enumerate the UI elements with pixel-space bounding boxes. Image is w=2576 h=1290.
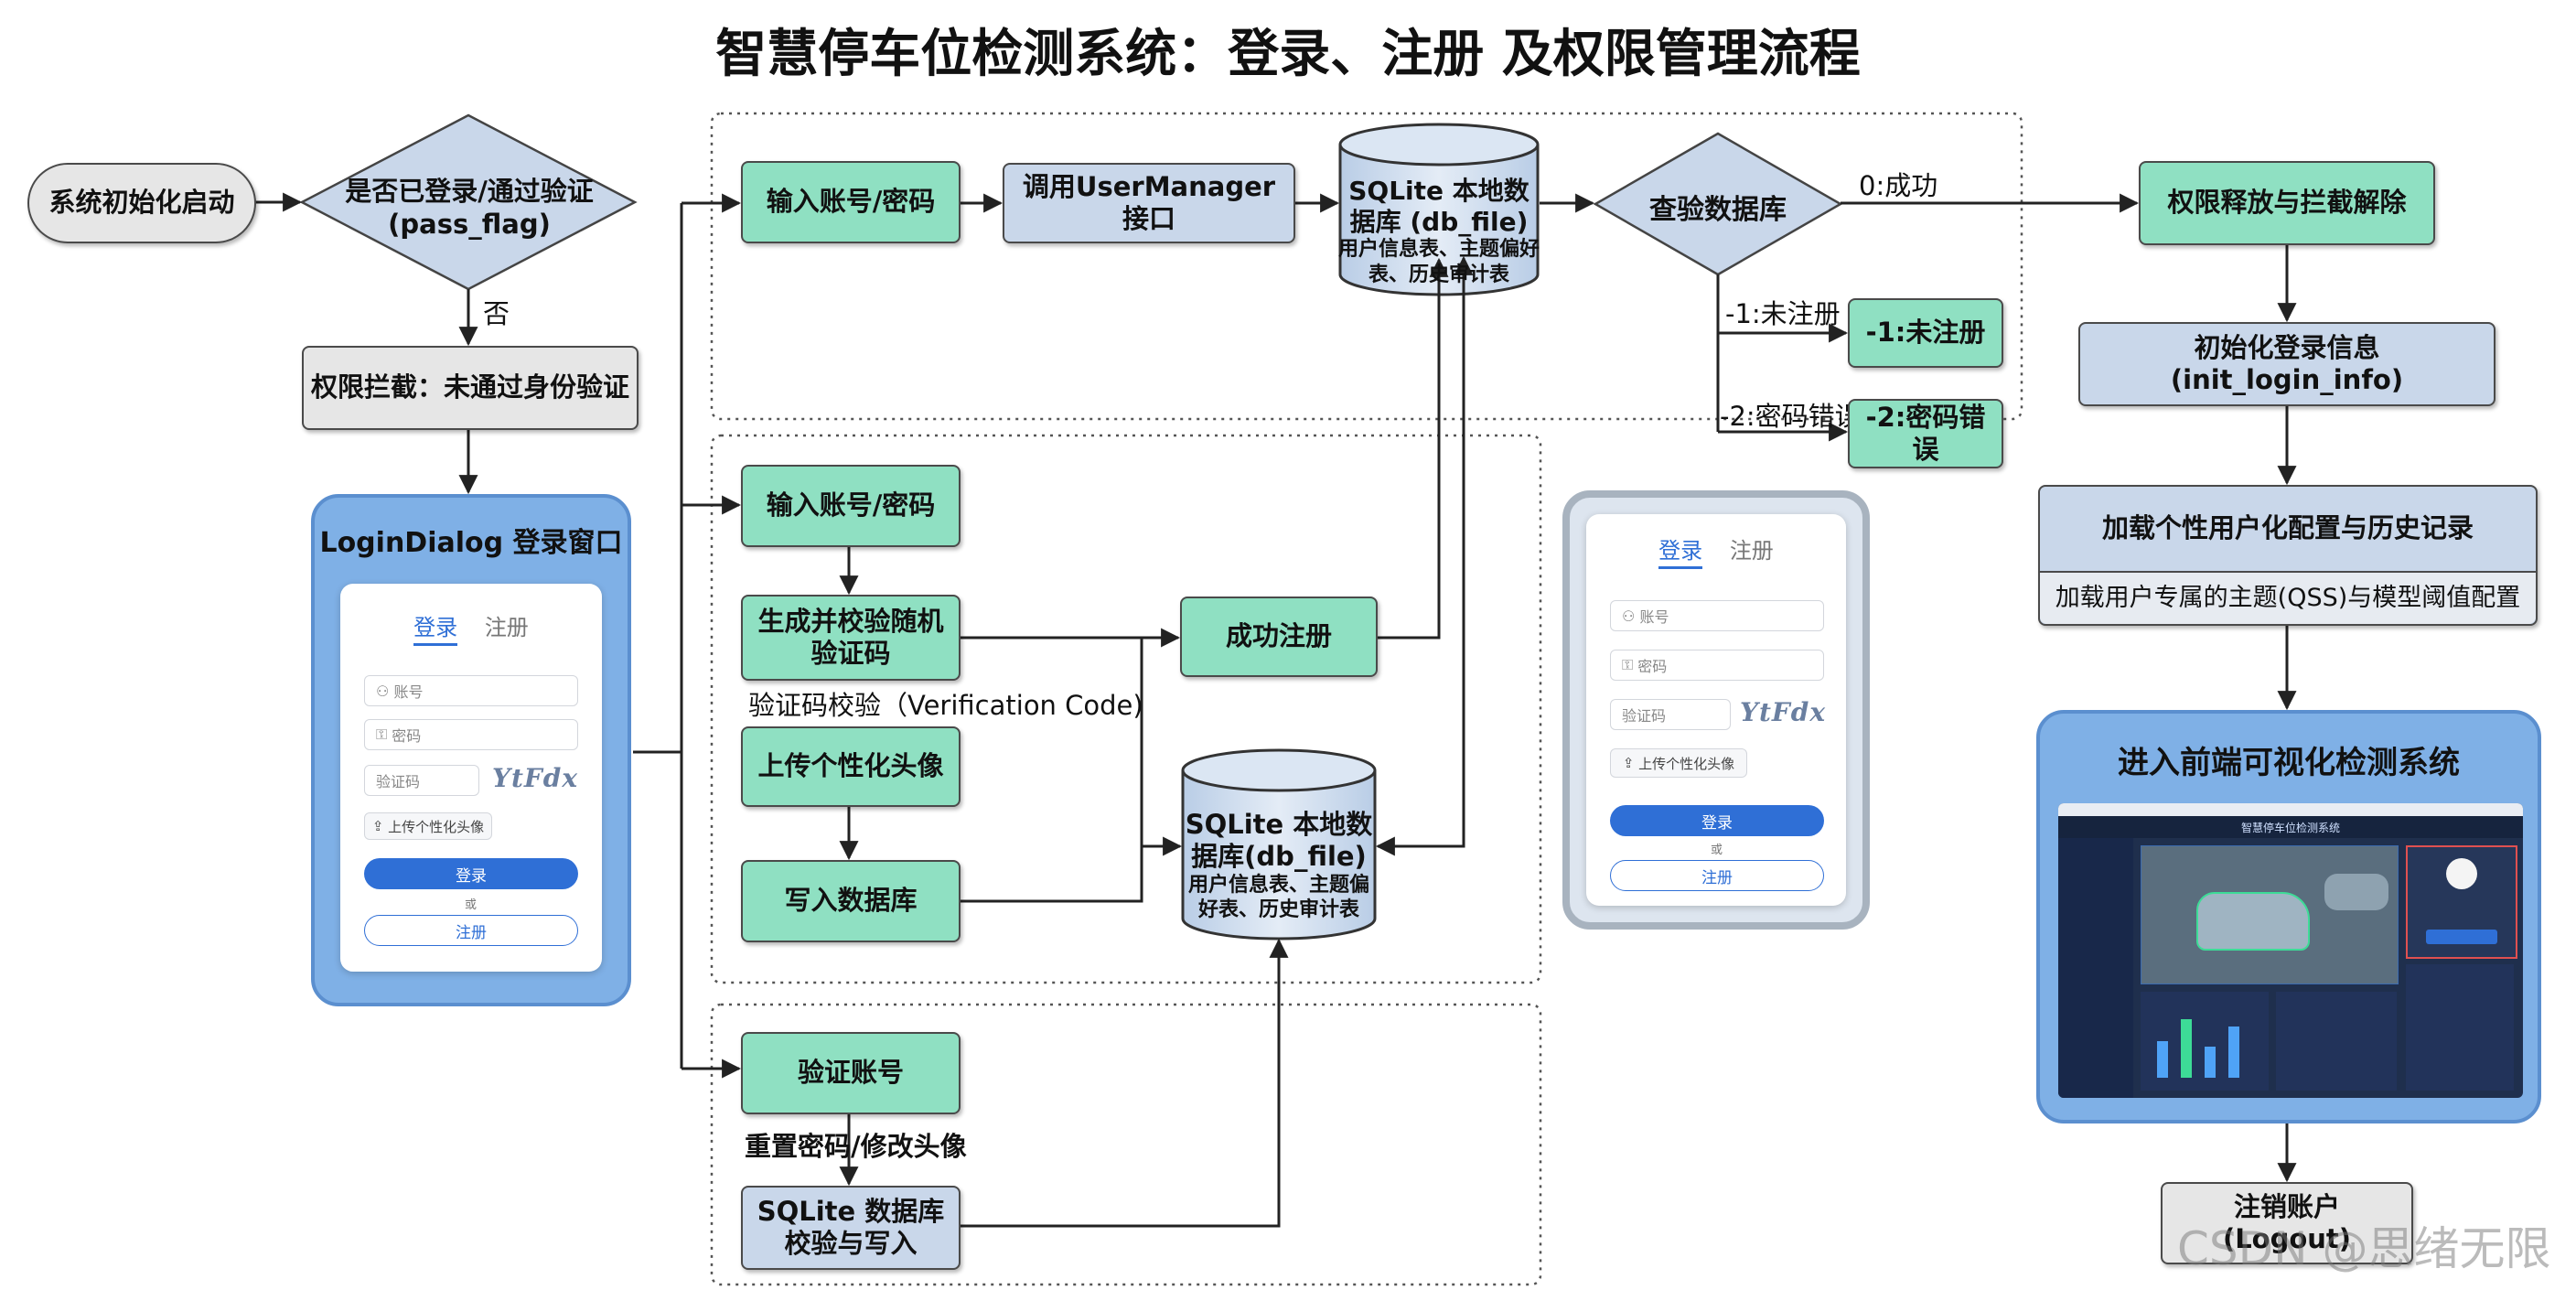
account-placeholder: 账号: [393, 683, 424, 701]
block-node: 权限拦截：未通过身份验证: [302, 346, 639, 430]
success-label: 0:成功: [1859, 170, 1938, 201]
password-input[interactable]: ⚿ 密码: [364, 719, 578, 750]
load-config-title: 加载个性用户化配置与历史记录: [2101, 512, 2474, 544]
db-mid-title: SQLite 本地数据库(db_file): [1185, 809, 1373, 872]
captcha-image-mid[interactable]: YtFdx: [1740, 697, 1827, 727]
lock-icon: ⚿: [1622, 656, 1638, 673]
or-text: 或: [465, 898, 478, 912]
login-group-frame: [710, 112, 2023, 421]
decision-text: 是否已登录/通过验证 (pass_flag): [345, 176, 594, 240]
tab-register-mid[interactable]: 注册: [1729, 538, 1774, 564]
login-button[interactable]: 登录: [364, 858, 578, 889]
upload-icon: ⇪: [371, 818, 389, 834]
db-mid-sub: 用户信息表、主题偏好表、历史审计表: [1187, 873, 1369, 922]
parked-car: [2324, 874, 2388, 910]
parking-camera-view: [2141, 845, 2399, 984]
tab-login-mid[interactable]: 登录: [1658, 538, 1703, 569]
register-button-mid[interactable]: 注册: [1610, 860, 1824, 891]
lock-icon: ⚿: [376, 726, 392, 743]
db-top-sub: 用户信息表、主题偏好表、历史审计表: [1337, 238, 1540, 286]
login-dialog-middle: 登录 注册 ⚇ 账号 ⚿ 密码 验证码 YtFdx ⇪ 上传个性化头像 登录 或…: [1586, 514, 1846, 906]
verify-label: 验证码校验（Verification Code): [748, 690, 1143, 721]
login-button-mid[interactable]: 登录: [1610, 805, 1824, 836]
code-input-mid[interactable]: 验证码: [1610, 699, 1731, 730]
input-top-node: 输入账号/密码: [741, 161, 961, 243]
login-dialog-left: 登录 注册 ⚇ 账号 ⚿ 密码 验证码 YtFdx ⇪ 上传个性化头像 登录 或…: [340, 584, 602, 972]
upload-avatar-button-mid[interactable]: ⇪ 上传个性化头像: [1610, 748, 1747, 778]
unregistered-box: -1:未注册: [1848, 298, 2003, 368]
release-node: 权限释放与拦截解除: [2139, 161, 2435, 245]
db-top-title: SQLite 本地数据库 (db_file): [1348, 176, 1530, 237]
user-icon: ⚇: [1622, 607, 1640, 625]
dashboard-screenshot: 智慧停车位检测系统: [2058, 803, 2523, 1098]
login-window-panel: LoginDialog 登录窗口 登录 注册 ⚇ 账号 ⚿ 密码 验证码 YtF…: [311, 494, 631, 1006]
page-title: 智慧停车位检测系统：登录、注册 及权限管理流程: [715, 25, 1861, 84]
line-chart-panel: [2276, 992, 2397, 1091]
account-placeholder-mid: 账号: [1639, 608, 1669, 626]
check-db-text: 查验数据库: [1649, 194, 1787, 226]
user-card: [2406, 845, 2517, 959]
load-config-sub: 加载用户专属的主题(QSS)与模型阈值配置: [2040, 571, 2536, 624]
tab-login[interactable]: 登录: [413, 615, 458, 646]
login-window-title: LoginDialog 登录窗口: [319, 527, 623, 559]
avatar: [2446, 858, 2477, 889]
dashboard-sidebar: [2058, 838, 2133, 1098]
upload-icon: ⇪: [1622, 755, 1639, 771]
dashboard-title: 智慧停车位检测系统: [2058, 816, 2523, 838]
detected-car: [2196, 892, 2310, 951]
dialog-tabs-mid: 登录 注册: [1586, 532, 1846, 569]
bar-chart-panel: [2141, 992, 2269, 1091]
password-error-label: -2:密码错误: [1720, 401, 1862, 432]
logout-mini-button: [2426, 930, 2497, 944]
register-success-node: 成功注册: [1180, 597, 1378, 677]
password-placeholder: 密码: [392, 727, 422, 745]
verify-account-node: 验证账号: [741, 1032, 961, 1114]
sqlite-write-node: SQLite 数据库校验与写入: [741, 1186, 961, 1270]
upload-avatar-button[interactable]: ⇪ 上传个性化头像: [364, 812, 492, 840]
db-mid-cylinder: [1181, 748, 1377, 941]
captcha-image[interactable]: YtFdx: [492, 763, 579, 793]
password-placeholder-mid: 密码: [1637, 658, 1668, 675]
logout-node: 注销账户(Logout): [2161, 1182, 2413, 1264]
load-config-node: 加载个性用户化配置与历史记录 加载用户专属的主题(QSS)与模型阈值配置: [2038, 485, 2538, 626]
or-text-mid: 或: [1711, 844, 1723, 857]
write-db-node: 写入数据库: [741, 860, 961, 942]
watermark: CSDN @思绪无限: [2177, 1222, 2551, 1275]
account-input[interactable]: ⚇ 账号: [364, 675, 578, 706]
upload-avatar-node: 上传个性化头像: [741, 726, 961, 807]
password-input-mid[interactable]: ⚿ 密码: [1610, 650, 1824, 681]
no-label: 否: [483, 298, 510, 329]
enter-system-panel: 进入前端可视化检测系统 智慧停车位检测系统: [2036, 710, 2541, 1123]
password-error-box: -2:密码错误: [1848, 399, 2003, 468]
db-top-text: SQLite 本地数据库 (db_file) 用户信息表、主题偏好表、历史审计表: [1337, 176, 1540, 287]
reset-label: 重置密码/修改头像: [745, 1131, 967, 1162]
usermanager-node: 调用UserManager接口: [1003, 163, 1295, 243]
register-button[interactable]: 注册: [364, 915, 578, 946]
unregistered-label: -1:未注册: [1725, 298, 1841, 329]
init-info-node: 初始化登录信息(init_login_info): [2078, 322, 2496, 406]
reset-group-frame: [710, 1003, 1542, 1286]
register-group-frame: [710, 434, 1542, 984]
upload-label: 上传个性化头像: [388, 818, 485, 835]
user-icon: ⚇: [376, 682, 394, 700]
db-top-cylinder: [1338, 123, 1540, 296]
account-input-mid[interactable]: ⚇ 账号: [1610, 600, 1824, 631]
input-mid-node: 输入账号/密码: [741, 465, 961, 547]
stats-panel: [2406, 964, 2514, 1091]
gen-code-node: 生成并校验随机验证码: [741, 595, 961, 681]
enter-system-title: 进入前端可视化检测系统: [2118, 745, 2460, 781]
dialog-tabs: 登录 注册: [340, 609, 602, 646]
register-dialog-panel: 登录 注册 ⚇ 账号 ⚿ 密码 验证码 YtFdx ⇪ 上传个性化头像 登录 或…: [1562, 490, 1870, 930]
db-mid-text: SQLite 本地数据库(db_file) 用户信息表、主题偏好表、历史审计表: [1182, 809, 1376, 923]
tab-register[interactable]: 注册: [484, 615, 529, 640]
browser-bar: [2058, 803, 2523, 816]
start-node: 系统初始化启动: [27, 163, 256, 243]
code-input[interactable]: 验证码: [364, 765, 479, 796]
upload-label-mid: 上传个性化头像: [1638, 755, 1735, 772]
